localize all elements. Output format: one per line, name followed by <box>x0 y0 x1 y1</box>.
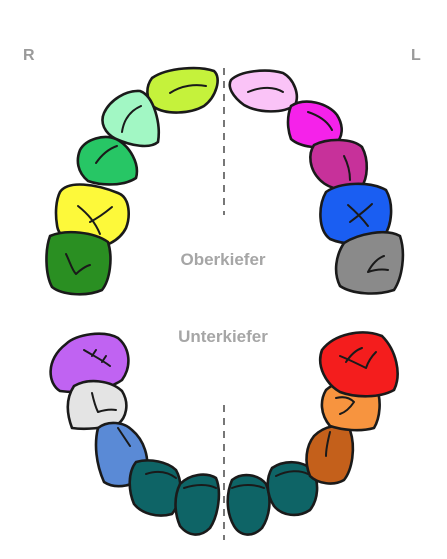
upper-left-first-premolar[interactable] <box>319 182 393 245</box>
lower-left-central-incisor[interactable] <box>226 473 271 536</box>
upper-right-lateral-incisor[interactable] <box>101 89 160 148</box>
upper-left-molar[interactable] <box>334 231 405 295</box>
lower-jaw-label: Unterkiefer <box>178 327 268 346</box>
lower-left-canine[interactable] <box>305 424 355 485</box>
upper-right-molar[interactable] <box>45 230 112 296</box>
upper-right-canine[interactable] <box>76 135 139 186</box>
lower-right-lateral-incisor[interactable] <box>128 459 182 517</box>
lower-right-premolar[interactable] <box>66 379 128 431</box>
lower-left-molar[interactable] <box>319 331 399 398</box>
left-side-label: L <box>411 47 421 64</box>
lower-left-lateral-incisor[interactable] <box>266 460 319 517</box>
upper-left-central-incisor[interactable] <box>228 69 299 113</box>
lower-right-central-incisor[interactable] <box>174 473 221 536</box>
lower-right-molar[interactable] <box>49 332 130 394</box>
right-side-label: R <box>23 47 35 64</box>
upper-jaw-label: Oberkiefer <box>180 250 265 269</box>
upper-right-central-incisor[interactable] <box>146 66 219 114</box>
